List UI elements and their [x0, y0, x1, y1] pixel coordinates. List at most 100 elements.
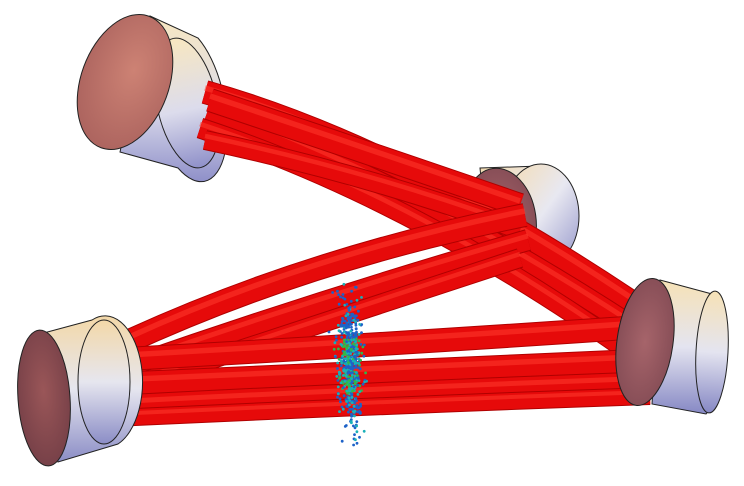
atom-particle — [342, 338, 346, 342]
atom-particle — [331, 291, 334, 294]
atom-particle — [353, 426, 357, 430]
laser-beam — [111, 349, 661, 395]
atom-particle — [356, 347, 359, 351]
atom-particle — [352, 349, 355, 353]
atom-particle — [345, 331, 349, 335]
atom-particle — [356, 353, 359, 357]
atom-particle — [337, 302, 341, 306]
atom-particle — [337, 293, 340, 296]
atom-particle — [348, 399, 351, 402]
atom-particle — [349, 352, 352, 356]
atom-particle — [347, 319, 351, 322]
atom-particle — [336, 289, 339, 293]
atom-particle — [348, 336, 352, 340]
atom-particle — [350, 392, 354, 396]
atom-particle — [351, 359, 355, 363]
atom-particle — [342, 282, 346, 286]
atom-particle — [347, 361, 350, 364]
atom-particle — [356, 393, 360, 396]
atom-particle — [359, 358, 362, 362]
atom-particle — [336, 379, 340, 382]
atom-particle — [333, 341, 337, 345]
atom-particle — [350, 289, 353, 293]
atom-particle — [338, 375, 342, 379]
atom-particle — [356, 406, 360, 410]
atom-particle — [363, 343, 366, 347]
atom-particle — [349, 299, 353, 303]
atom-particle — [340, 405, 344, 409]
atom-particle — [343, 425, 347, 428]
atom-particle — [346, 312, 350, 316]
atom-particle — [345, 340, 348, 343]
atom-particle — [349, 348, 353, 352]
atom-particle — [342, 369, 346, 373]
atom-particle — [347, 410, 350, 414]
laser-beam-highlight — [111, 251, 521, 391]
atom-particle — [353, 433, 356, 436]
atom-particle — [357, 377, 360, 380]
atom-particle — [354, 320, 357, 323]
atom-particle — [354, 327, 358, 331]
atom-cloud — [327, 282, 368, 447]
atom-particle — [336, 385, 340, 389]
atom-particle — [358, 435, 361, 439]
atom-particle — [332, 347, 336, 351]
atom-particle — [340, 439, 344, 443]
atom-particle — [340, 320, 344, 323]
atom-particle — [348, 305, 352, 309]
laser-beam-highlight — [108, 208, 526, 349]
atom-particle — [352, 424, 355, 428]
atom-particle — [338, 372, 341, 376]
atom-particle — [355, 420, 359, 423]
atom-particle — [360, 331, 363, 335]
atom-particle — [358, 323, 362, 326]
atom-particle — [336, 361, 339, 365]
atom-particle — [350, 325, 353, 329]
atom-particle — [344, 314, 348, 318]
atom-particle — [347, 370, 351, 374]
atom-particle — [364, 371, 367, 375]
mirror-bottom-left — [17, 315, 143, 467]
atom-particle — [339, 343, 343, 346]
atom-particle — [350, 377, 353, 380]
atom-particle — [354, 364, 358, 368]
atom-particle — [362, 429, 366, 433]
atom-particle — [361, 382, 365, 386]
atom-particle — [338, 410, 341, 413]
atom-particle — [352, 342, 355, 346]
laser-beam — [107, 315, 656, 371]
atom-particle — [358, 390, 362, 393]
mirror-bottom-left-face — [17, 329, 71, 467]
atom-particle — [352, 345, 356, 349]
atom-particle — [352, 389, 355, 392]
atom-particle — [339, 364, 343, 368]
atom-particle — [339, 359, 343, 363]
mirror-far-right-rear-edge — [695, 290, 729, 414]
atom-particle — [350, 387, 354, 390]
atom-particle — [357, 366, 360, 370]
atom-particle — [347, 396, 351, 400]
atom-particle — [363, 380, 366, 384]
atom-particle — [351, 407, 354, 411]
atom-particle — [355, 441, 359, 445]
atom-particle — [346, 333, 350, 337]
atom-particle — [345, 303, 349, 306]
atom-particle — [361, 345, 365, 349]
atom-particle — [341, 374, 345, 377]
atom-particle — [357, 339, 361, 343]
atom-particle — [350, 401, 354, 404]
atom-particle — [338, 397, 342, 401]
atom-particle — [345, 347, 349, 351]
atom-particle — [342, 350, 346, 354]
atom-particle — [340, 335, 344, 339]
mirror-top-left-face — [76, 14, 174, 150]
atom-particle — [355, 371, 358, 374]
atom-particle — [342, 323, 345, 327]
atom-particle — [356, 383, 360, 387]
atom-particle — [342, 394, 346, 398]
atom-particle — [345, 389, 349, 393]
atom-particle — [337, 347, 340, 351]
atom-particle — [339, 400, 342, 404]
atom-particle — [352, 404, 356, 408]
atom-particle — [349, 407, 352, 411]
